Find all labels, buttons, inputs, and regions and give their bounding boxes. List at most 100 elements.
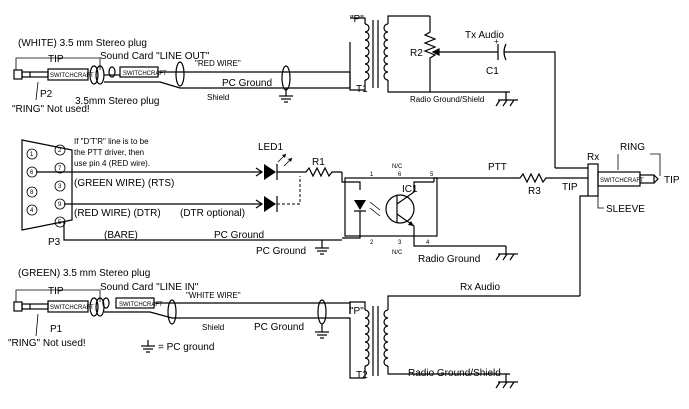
sleeve-label: SLEEVE xyxy=(606,204,645,215)
dtr-note-line1: If "D'T'R" line is to be xyxy=(74,137,149,146)
svg-text:4: 4 xyxy=(426,240,430,246)
ring-pointer-top xyxy=(35,81,39,101)
shield-top-label: Shield xyxy=(207,93,229,102)
green-wire-rts-label: (GREEN WIRE) (RTS) xyxy=(74,178,174,189)
tx-to-jack-wire xyxy=(504,51,556,168)
tx-audio-label: Tx Audio xyxy=(465,30,504,41)
pc-ground-bot-label: PC Ground xyxy=(254,322,304,333)
chassis-ground-bot xyxy=(495,374,518,389)
t2-p-label: "P" xyxy=(350,306,364,317)
line-out-label: Sound Card "LINE OUT" xyxy=(100,51,210,62)
radio-ground-mid-label: Radio Ground xyxy=(418,254,480,265)
chassis-ground-mid xyxy=(495,246,518,261)
dtr-note-line3: use pin 4 (RED wire). xyxy=(74,159,150,168)
pc-ground-mid1-label: PC Ground xyxy=(214,230,264,241)
ptt-label: PTT xyxy=(488,162,507,173)
ic1-label: IC1 xyxy=(402,184,418,195)
c1-label: C1 xyxy=(486,66,499,77)
red-wire-dtr-label: (RED WIRE) (DTR) xyxy=(74,208,161,219)
tip-label-bottom: TIP xyxy=(48,286,64,297)
line-in-label: Sound Card "LINE IN" xyxy=(100,282,199,293)
cable-ferrite-top xyxy=(108,66,116,78)
svg-text:1: 1 xyxy=(370,172,374,178)
svg-text:+: + xyxy=(494,37,499,46)
svg-text:1: 1 xyxy=(30,152,34,158)
optocoupler-ic1 xyxy=(341,172,438,239)
ptt-wire xyxy=(433,177,520,182)
radio-ground-wire-mid xyxy=(413,236,506,247)
resistor-r3 xyxy=(519,172,588,184)
shield-bot-label: Shield xyxy=(202,323,224,332)
ring-not-used-top: "RING" Not used! xyxy=(12,104,90,115)
white-wire xyxy=(154,302,351,314)
pc-ground-symbol-mid xyxy=(315,240,329,255)
green-plug-label: (GREEN) 3.5 mm Stereo plug xyxy=(18,268,150,279)
radio-ground-shield-bot-label: Radio Ground/Shield xyxy=(408,368,501,379)
transformer-t2 xyxy=(349,295,580,379)
rx-label: Rx xyxy=(587,152,599,163)
pc-ground-symbol-bot xyxy=(315,324,329,339)
svg-text:4: 4 xyxy=(30,208,34,214)
pc-ground-legend-label: = PC ground xyxy=(158,342,214,353)
radio-jack: SWITCHCRAFT xyxy=(587,163,659,197)
stereo-plug-p1: SWITCHCRAFT xyxy=(13,297,105,317)
db9-connector-p3: 1 2 6 7 8 3 4 9 5 xyxy=(21,139,73,231)
resistor-r1 xyxy=(277,166,342,178)
nc-bot-label: N/C xyxy=(392,250,403,256)
p3-label: P3 xyxy=(48,237,61,248)
svg-text:8: 8 xyxy=(30,190,34,196)
r3-label: R3 xyxy=(528,186,541,197)
rx-audio-label: Rx Audio xyxy=(460,282,500,293)
svg-text:SWITCHCRAFT: SWITCHCRAFT xyxy=(50,73,94,79)
pc-ground-line-bottom xyxy=(104,311,351,330)
svg-text:5: 5 xyxy=(430,172,434,178)
potentiometer-r2 xyxy=(423,16,440,92)
transformer-t1 xyxy=(349,15,430,93)
t2-label: T2 xyxy=(356,370,368,381)
svg-text:3: 3 xyxy=(398,240,402,246)
radio-ground-shield-top-label: Radio Ground/Shield xyxy=(410,95,484,104)
t1-label: T1 xyxy=(356,84,368,95)
shield-ring-bot-1 xyxy=(167,299,177,325)
nc-top-label: N/C xyxy=(392,164,403,170)
shield-ring-top-1 xyxy=(175,61,185,87)
pc-ground-top-label: PC Ground xyxy=(222,78,272,89)
t1-p-label: "P" xyxy=(350,14,364,25)
tip-right-label: TIP xyxy=(562,182,578,193)
tip-bracket-top xyxy=(15,57,101,70)
pc-ground-symbol-top xyxy=(279,88,293,103)
shield-ring-top-2 xyxy=(281,65,291,91)
svg-text:3: 3 xyxy=(58,184,62,190)
svg-text:7: 7 xyxy=(58,166,62,172)
led1-label: LED1 xyxy=(258,142,283,153)
white-plug-label: (WHITE) 3.5 mm Stereo plug xyxy=(18,38,147,49)
dtr-optional-led xyxy=(264,176,301,212)
tip-far-right-label: TIP xyxy=(664,175,680,186)
white-wire-label: "WHITE WIRE" xyxy=(186,291,241,300)
r2-label: R2 xyxy=(410,48,423,59)
svg-text:SWITCHCRAFT: SWITCHCRAFT xyxy=(600,178,644,184)
tip-bracket-bottom xyxy=(15,289,101,302)
p1-label: P1 xyxy=(50,324,63,335)
dtr-note-line2: the PTT driver, then xyxy=(74,148,144,157)
ring-right-label: RING xyxy=(620,142,645,153)
bare-label: (BARE) xyxy=(104,230,138,241)
p2-label: P2 xyxy=(40,89,53,100)
r1-label: R1 xyxy=(312,157,325,168)
svg-text:2: 2 xyxy=(370,240,374,246)
tip-label-top: TIP xyxy=(48,54,64,65)
stereo-plug-mid-label: 3.5mm Stereo plug xyxy=(75,96,160,107)
svg-text:5: 5 xyxy=(58,220,62,226)
chassis-ground-top xyxy=(495,92,518,107)
dtr-optional-label: (DTR optional) xyxy=(180,208,245,219)
svg-text:2: 2 xyxy=(58,148,62,154)
red-wire-label: "RED WIRE" xyxy=(195,59,241,68)
svg-text:SWITCHCRAFT: SWITCHCRAFT xyxy=(119,302,163,308)
pc-ground-legend-symbol xyxy=(141,340,155,353)
svg-text:SWITCHCRAFT: SWITCHCRAFT xyxy=(123,71,167,77)
ring-not-used-bot: "RING" Not used! xyxy=(8,338,86,349)
led1 xyxy=(264,153,293,180)
svg-text:6: 6 xyxy=(30,170,34,176)
